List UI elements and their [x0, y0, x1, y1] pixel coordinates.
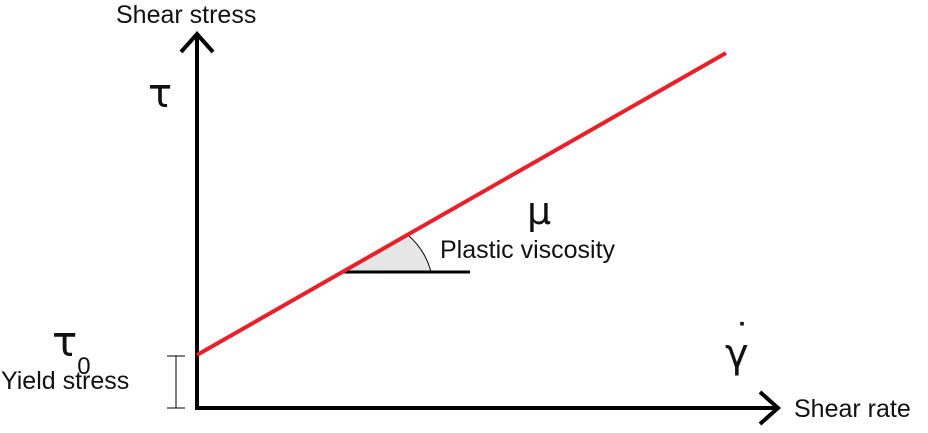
slope-angle-fill: [344, 235, 431, 272]
y-axis-label: Shear stress: [116, 1, 257, 29]
mu-symbol: μ: [527, 189, 552, 233]
gamma-dot: ˙: [733, 317, 751, 358]
slope-angle-arc: [407, 234, 432, 273]
tau-zero-symbol: τ0: [52, 321, 91, 379]
x-axis-arrowhead: [758, 390, 782, 426]
yield-stress-label: Yield stress: [1, 367, 130, 395]
y-axis-arrowhead: [179, 30, 215, 54]
tau-zero-letter: τ: [52, 317, 78, 366]
x-axis-label: Shear rate: [794, 395, 911, 423]
plastic-viscosity-label: Plastic viscosity: [440, 236, 616, 264]
gamma-dot-symbol: ˙ γ: [725, 320, 751, 377]
gamma-letter: γ: [725, 331, 749, 377]
tau-zero-subscript: 0: [77, 353, 91, 380]
tau-symbol: τ: [148, 71, 173, 117]
bingham-line: [196, 51, 727, 357]
